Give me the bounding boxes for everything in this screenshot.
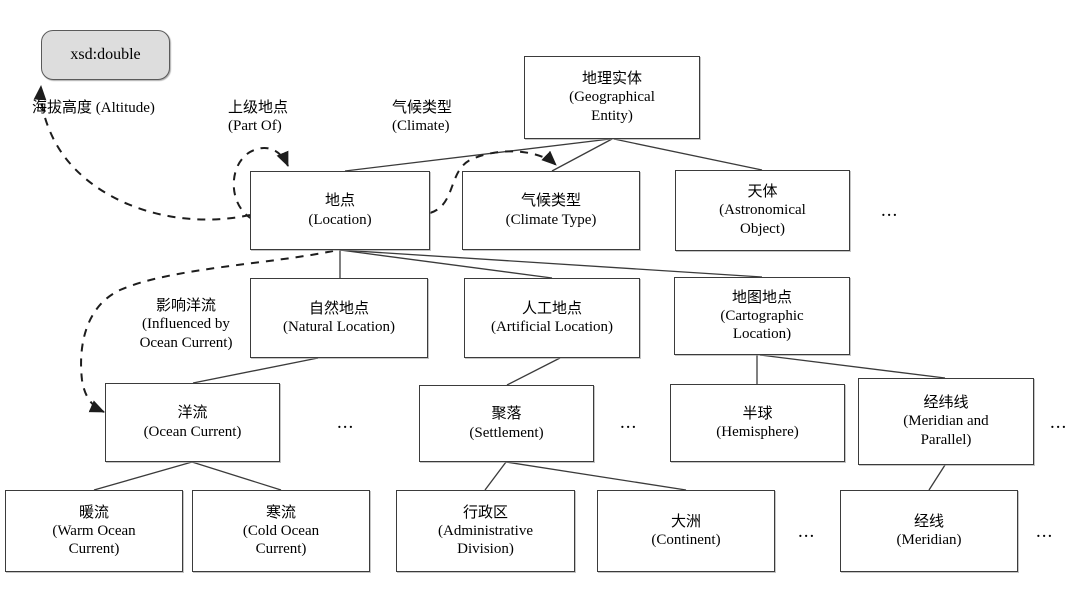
node-meridian-cn: 经线 xyxy=(913,513,944,530)
node-hemisphere-cn: 半球 xyxy=(742,405,773,422)
edge-geoentity-location xyxy=(344,138,611,172)
node-continent-en: (Continent) xyxy=(651,532,721,548)
ellipsis-meridian-parallel-right: ... xyxy=(1050,412,1068,433)
node-astronomical-object-en2: Object) xyxy=(740,220,785,237)
node-ocean-current-cn: 洋流 xyxy=(177,405,208,422)
node-ocean-current[interactable]: 洋流 (Ocean Current) xyxy=(105,383,280,462)
node-cold-ocean-current-en: (Cold Ocean xyxy=(242,522,320,539)
node-settlement-en: (Settlement) xyxy=(469,424,544,441)
node-artificial-location-en: (Artificial Location) xyxy=(490,319,614,335)
node-meridian-and-parallel[interactable]: 经纬线 (Meridian and Parallel) xyxy=(858,378,1034,465)
node-geographical-entity-en: (Geographical xyxy=(569,89,655,106)
node-geographical-entity[interactable]: 地理实体 (Geographical Entity) xyxy=(524,56,700,139)
edge-meridianparallel-meridian xyxy=(928,464,946,491)
node-cartographic-location-en: (Cartographic xyxy=(720,307,804,324)
node-settlement[interactable]: 聚落 (Settlement) xyxy=(419,385,594,462)
node-location-cn: 地点 xyxy=(324,193,355,210)
node-meridian-and-parallel-cn: 经纬线 xyxy=(923,395,969,412)
edge-label-altitude-cn: 海拔高度 (Altitude) xyxy=(32,100,155,116)
node-continent-cn: 大洲 xyxy=(670,513,701,530)
node-geographical-entity-cn: 地理实体 xyxy=(581,71,642,88)
edge-artificialloc-settlement xyxy=(506,357,561,386)
edge-label-part-of-en: (Part Of) xyxy=(228,118,282,135)
node-climate-type-en: (Climate Type) xyxy=(505,211,597,228)
node-cold-ocean-current[interactable]: 寒流 (Cold Ocean Current) xyxy=(192,490,370,572)
node-xsd-double[interactable]: xsd:double xyxy=(41,30,170,80)
edge-label-part-of: 上级地点 (Part Of) xyxy=(228,99,288,136)
node-settlement-cn: 聚落 xyxy=(491,406,522,423)
node-natural-location-cn: 自然地点 xyxy=(308,300,369,317)
node-administrative-division-en: (Administrative xyxy=(438,522,533,539)
node-location[interactable]: 地点 (Location) xyxy=(250,171,430,250)
edge-location-cartoloc xyxy=(339,249,763,278)
ellipsis-continent-right: ... xyxy=(798,521,816,542)
node-cartographic-location[interactable]: 地图地点 (Cartographic Location) xyxy=(674,277,850,355)
edge-label-influenced-en: (Influenced by xyxy=(142,316,230,333)
node-meridian-en: (Meridian) xyxy=(896,532,962,548)
node-hemisphere[interactable]: 半球 (Hemisphere) xyxy=(670,384,845,462)
node-artificial-location-cn: 人工地点 xyxy=(521,300,582,317)
node-astronomical-object[interactable]: 天体 (Astronomical Object) xyxy=(675,170,850,251)
edge-label-influenced-by-ocean-current: 影响洋流 (Influenced by Ocean Current) xyxy=(103,297,269,352)
edge-label-climate-cn: 气候类型 xyxy=(392,100,453,116)
node-astronomical-object-cn: 天体 xyxy=(747,184,778,201)
node-warm-ocean-current-en: (Warm Ocean xyxy=(52,522,136,539)
ellipsis-meridian-right: ... xyxy=(1036,521,1054,542)
edge-oceancurrent-warm xyxy=(93,461,193,491)
edge-settlement-continent xyxy=(505,461,687,491)
node-location-en: (Location) xyxy=(308,211,372,228)
edge-geoentity-astroobject xyxy=(613,138,763,171)
edge-label-influenced-cn: 影响洋流 xyxy=(155,298,216,314)
node-warm-ocean-current-en2: Current) xyxy=(68,541,120,558)
node-climate-type-cn: 气候类型 xyxy=(520,193,581,210)
node-warm-ocean-current[interactable]: 暖流 (Warm Ocean Current) xyxy=(5,490,183,572)
node-administrative-division-en2: Division) xyxy=(457,541,514,558)
node-meridian-and-parallel-en2: Parallel) xyxy=(920,431,972,448)
node-administrative-division-cn: 行政区 xyxy=(462,504,508,521)
edge-geoentity-climatetype xyxy=(551,138,613,172)
node-natural-location[interactable]: 自然地点 (Natural Location) xyxy=(250,278,428,358)
ellipsis-settlement-right: ... xyxy=(620,412,638,433)
node-administrative-division[interactable]: 行政区 (Administrative Division) xyxy=(396,490,575,572)
edge-oceancurrent-cold xyxy=(191,461,282,491)
ellipsis-ocean-current-right: ... xyxy=(337,412,355,433)
node-geographical-entity-en2: Entity) xyxy=(591,107,633,124)
node-cartographic-location-cn: 地图地点 xyxy=(731,289,792,306)
edge-label-part-of-cn: 上级地点 xyxy=(228,100,289,116)
edge-location-artificialloc xyxy=(339,249,553,279)
node-cartographic-location-en2: Location) xyxy=(732,326,792,343)
ellipsis-row2-right: ... xyxy=(881,200,899,221)
edge-settlement-admindivision xyxy=(484,461,507,491)
edge-label-climate: 气候类型 (Climate) xyxy=(392,99,452,136)
edge-label-climate-en: (Climate) xyxy=(392,118,450,135)
node-meridian-and-parallel-en: (Meridian and xyxy=(903,413,989,430)
edge-cartoloc-meridianparallel xyxy=(759,354,946,379)
node-climate-type[interactable]: 气候类型 (Climate Type) xyxy=(462,171,640,250)
node-xsd-double-label: xsd:double xyxy=(70,46,141,64)
node-hemisphere-en: (Hemisphere) xyxy=(716,424,799,440)
node-cold-ocean-current-en2: Current) xyxy=(255,541,307,558)
edge-naturalloc-oceancurrent xyxy=(192,357,319,384)
node-artificial-location[interactable]: 人工地点 (Artificial Location) xyxy=(464,278,640,358)
node-astronomical-object-en: (Astronomical xyxy=(719,202,806,219)
node-natural-location-en: (Natural Location) xyxy=(282,319,396,335)
node-meridian[interactable]: 经线 (Meridian) xyxy=(840,490,1018,572)
node-continent[interactable]: 大洲 (Continent) xyxy=(597,490,775,572)
edge-label-influenced-en2: Ocean Current) xyxy=(139,334,233,351)
edge-label-altitude: 海拔高度 (Altitude) xyxy=(32,99,155,117)
node-cold-ocean-current-cn: 寒流 xyxy=(265,504,296,521)
node-warm-ocean-current-cn: 暖流 xyxy=(78,504,109,521)
node-ocean-current-en: (Ocean Current) xyxy=(143,423,242,440)
